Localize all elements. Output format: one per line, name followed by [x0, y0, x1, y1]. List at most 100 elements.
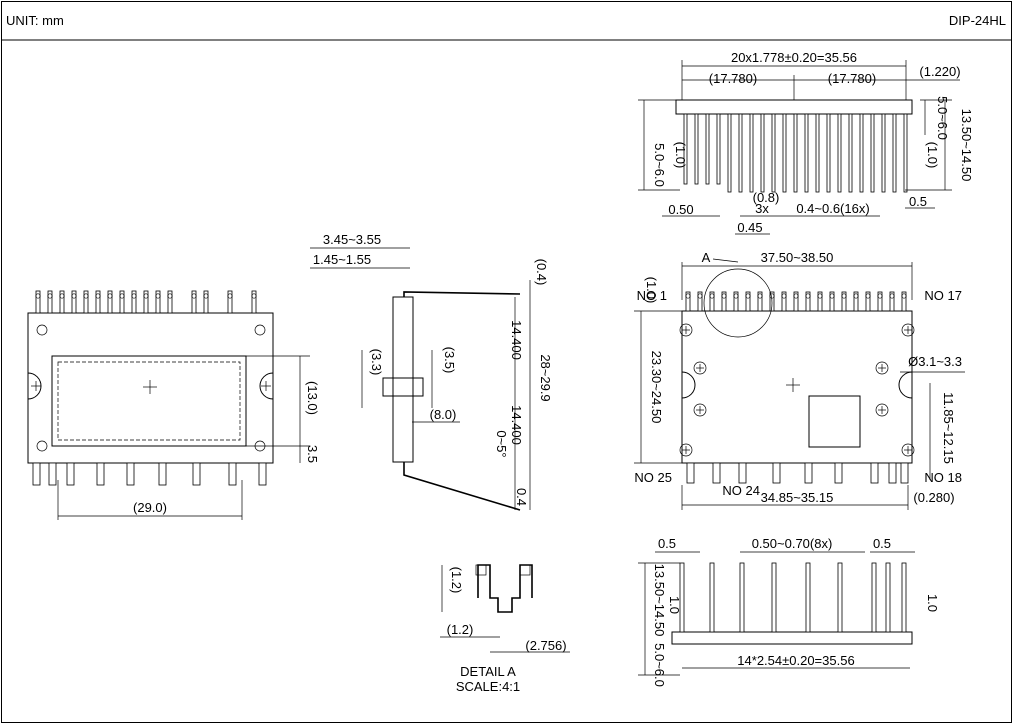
pin	[716, 113, 721, 185]
w-08: (0.8)	[753, 190, 780, 205]
pin	[697, 291, 703, 312]
side-total: 28~29.9	[538, 354, 553, 401]
back-bottom-pins	[32, 462, 267, 486]
screw-holes	[679, 323, 915, 457]
pin	[859, 113, 864, 193]
bot-pitch: 14*2.54±0.20=35.56	[737, 653, 854, 668]
pin	[203, 290, 209, 314]
detail-d3: (2.756)	[525, 638, 566, 653]
pin-head	[805, 293, 811, 299]
pin-head	[107, 293, 113, 299]
side-top-gap: (0.4)	[534, 259, 549, 286]
pin-head	[733, 293, 739, 299]
screw-hole	[693, 361, 707, 375]
unit-label: UNIT: mm	[6, 13, 64, 28]
top-small-left: (1.0)	[673, 142, 688, 169]
bot-w05-right: 0.5	[873, 536, 891, 551]
pin-24-label: NO 24	[722, 483, 760, 498]
pin	[782, 113, 787, 193]
pin	[903, 113, 908, 193]
pin-head	[697, 293, 703, 299]
pin-head	[95, 293, 101, 299]
pin	[889, 291, 895, 312]
pin-25-label: NO 25	[634, 470, 672, 485]
screw-hole	[36, 324, 48, 336]
pin	[258, 462, 267, 486]
back-width: (29.0)	[133, 500, 167, 515]
pin-head	[781, 293, 787, 299]
bot-small-right: 1.0	[925, 594, 940, 612]
pin	[901, 291, 907, 312]
side-bottom: 0.4	[514, 488, 529, 506]
front-view: 37.50~38.50 A (1.0) 23.30~24.50 11.85~12…	[634, 250, 965, 510]
side-w-right: (3.5)	[442, 347, 457, 374]
pin	[817, 291, 823, 312]
side-body	[392, 296, 414, 463]
side-t2: 1.45~1.55	[313, 252, 371, 267]
back-body	[27, 312, 274, 464]
back-top-pins	[35, 290, 257, 314]
w-05: 0.5	[909, 194, 927, 209]
pin-18-label: NO 18	[924, 470, 962, 485]
pin	[126, 462, 135, 486]
hole-pitch: 11.85~12.15	[941, 392, 956, 464]
back-notch-right	[259, 372, 274, 400]
pin	[804, 113, 809, 193]
back-inner-area	[57, 361, 241, 441]
bottom-pin-row	[679, 562, 907, 633]
pin	[881, 113, 886, 193]
pin	[804, 462, 813, 484]
pin	[119, 290, 125, 314]
w-050: 0.50	[668, 202, 693, 217]
back-heatsink-area	[51, 355, 247, 447]
pin	[48, 462, 57, 486]
detail-ref: A	[702, 250, 711, 265]
bottom-pin-view: 0.5 0.50~0.70(8x) 0.5 13.50~14.50 5.0~6.…	[638, 536, 940, 687]
pin	[694, 113, 699, 185]
pin	[738, 462, 747, 484]
top-pin-body	[675, 99, 913, 115]
side-view: 3.45~3.55 1.45~1.55 (0.4) (3.3) (3.5) (8…	[310, 232, 553, 511]
pin	[837, 562, 843, 633]
detail-title: DETAIL A	[460, 664, 516, 679]
detail-scale: SCALE:4:1	[456, 679, 520, 694]
pin	[805, 291, 811, 312]
pin-head	[119, 293, 125, 299]
detail-d1: (1.2)	[449, 567, 464, 594]
screw-hole	[875, 361, 889, 375]
pin	[772, 462, 781, 484]
back-view: (13.0) 3.5 (29.0)	[27, 290, 320, 520]
side-angle: 0~5°	[494, 430, 509, 457]
pin-head	[47, 293, 53, 299]
screw-hole	[875, 403, 889, 417]
pin-head	[721, 293, 727, 299]
top-pin-view: 20x1.778±0.20=35.56 (17.780) (17.780) (1…	[638, 50, 974, 235]
pin	[853, 291, 859, 312]
pin-head	[709, 293, 715, 299]
bottom-pin-body	[671, 631, 913, 645]
side-h1: 14.400	[509, 320, 524, 360]
pin	[686, 462, 695, 484]
pin	[805, 562, 811, 633]
pin	[155, 290, 161, 314]
screw-hole	[36, 440, 48, 452]
pin	[721, 291, 727, 312]
pin	[871, 562, 877, 633]
pin	[733, 291, 739, 312]
top-offset: (1.0)	[644, 277, 659, 304]
back-screw-holes	[31, 324, 271, 452]
body-width: 37.50~38.50	[761, 250, 834, 265]
pin	[771, 562, 777, 633]
back-height: (13.0)	[305, 381, 320, 415]
side-w-mid: (8.0)	[430, 407, 457, 422]
screw-hole	[901, 443, 915, 457]
pin-head	[59, 293, 65, 299]
pin	[143, 290, 149, 314]
top-end-offset: (1.220)	[919, 64, 960, 79]
pin-row-width: 34.85~35.15	[761, 490, 834, 505]
pin	[829, 291, 835, 312]
pin	[709, 562, 715, 633]
pin	[683, 113, 688, 185]
pin	[158, 462, 167, 486]
pin	[712, 462, 721, 484]
